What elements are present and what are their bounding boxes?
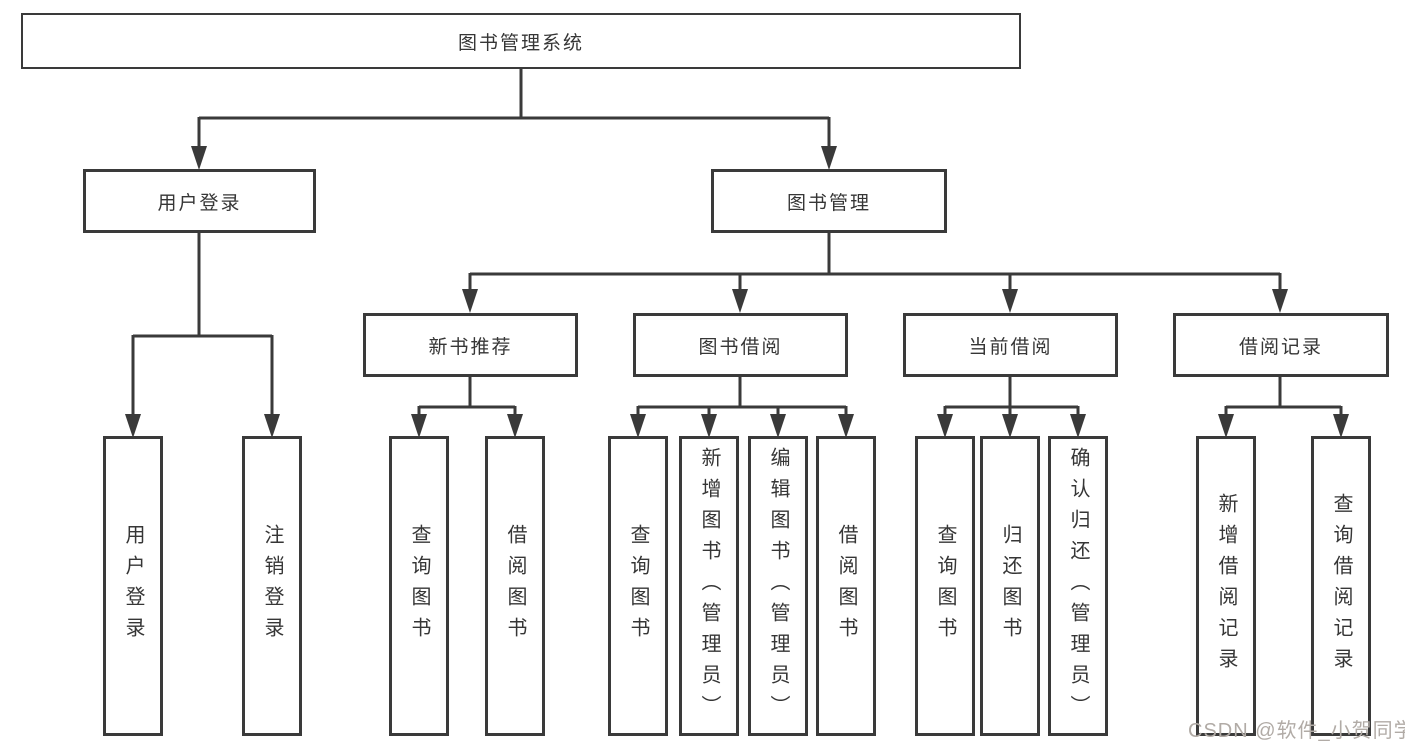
leaf-edit-books-admin: 编辑图书（管理员） [748,436,808,736]
leaf-query-books-current: 查询图书 [915,436,975,736]
node-current-borrow: 当前借阅 [903,313,1118,377]
leaf-logout: 注销登录 [242,436,302,736]
node-book-management: 图书管理 [711,169,947,233]
leaf-add-borrow-record: 新增借阅记录 [1196,436,1256,736]
leaf-user-login: 用户登录 [103,436,163,736]
csdn-watermark: CSDN @软件_小贺同学 [1188,720,1405,742]
leaf-add-books-admin: 新增图书（管理员） [679,436,739,736]
leaf-query-books-borrow: 查询图书 [608,436,668,736]
node-book-borrow: 图书借阅 [633,313,848,377]
leaf-query-books-newbook: 查询图书 [389,436,449,736]
node-borrow-record: 借阅记录 [1173,313,1389,377]
node-user-login: 用户登录 [83,169,316,233]
leaf-borrow-books-newbook: 借阅图书 [485,436,545,736]
leaf-borrow-books: 借阅图书 [816,436,876,736]
leaf-confirm-return-admin: 确认归还（管理员） [1048,436,1108,736]
leaf-query-borrow-record: 查询借阅记录 [1311,436,1371,736]
leaf-return-books: 归还图书 [980,436,1040,736]
node-new-book-recommend: 新书推荐 [363,313,578,377]
node-library-system: 图书管理系统 [21,13,1021,69]
